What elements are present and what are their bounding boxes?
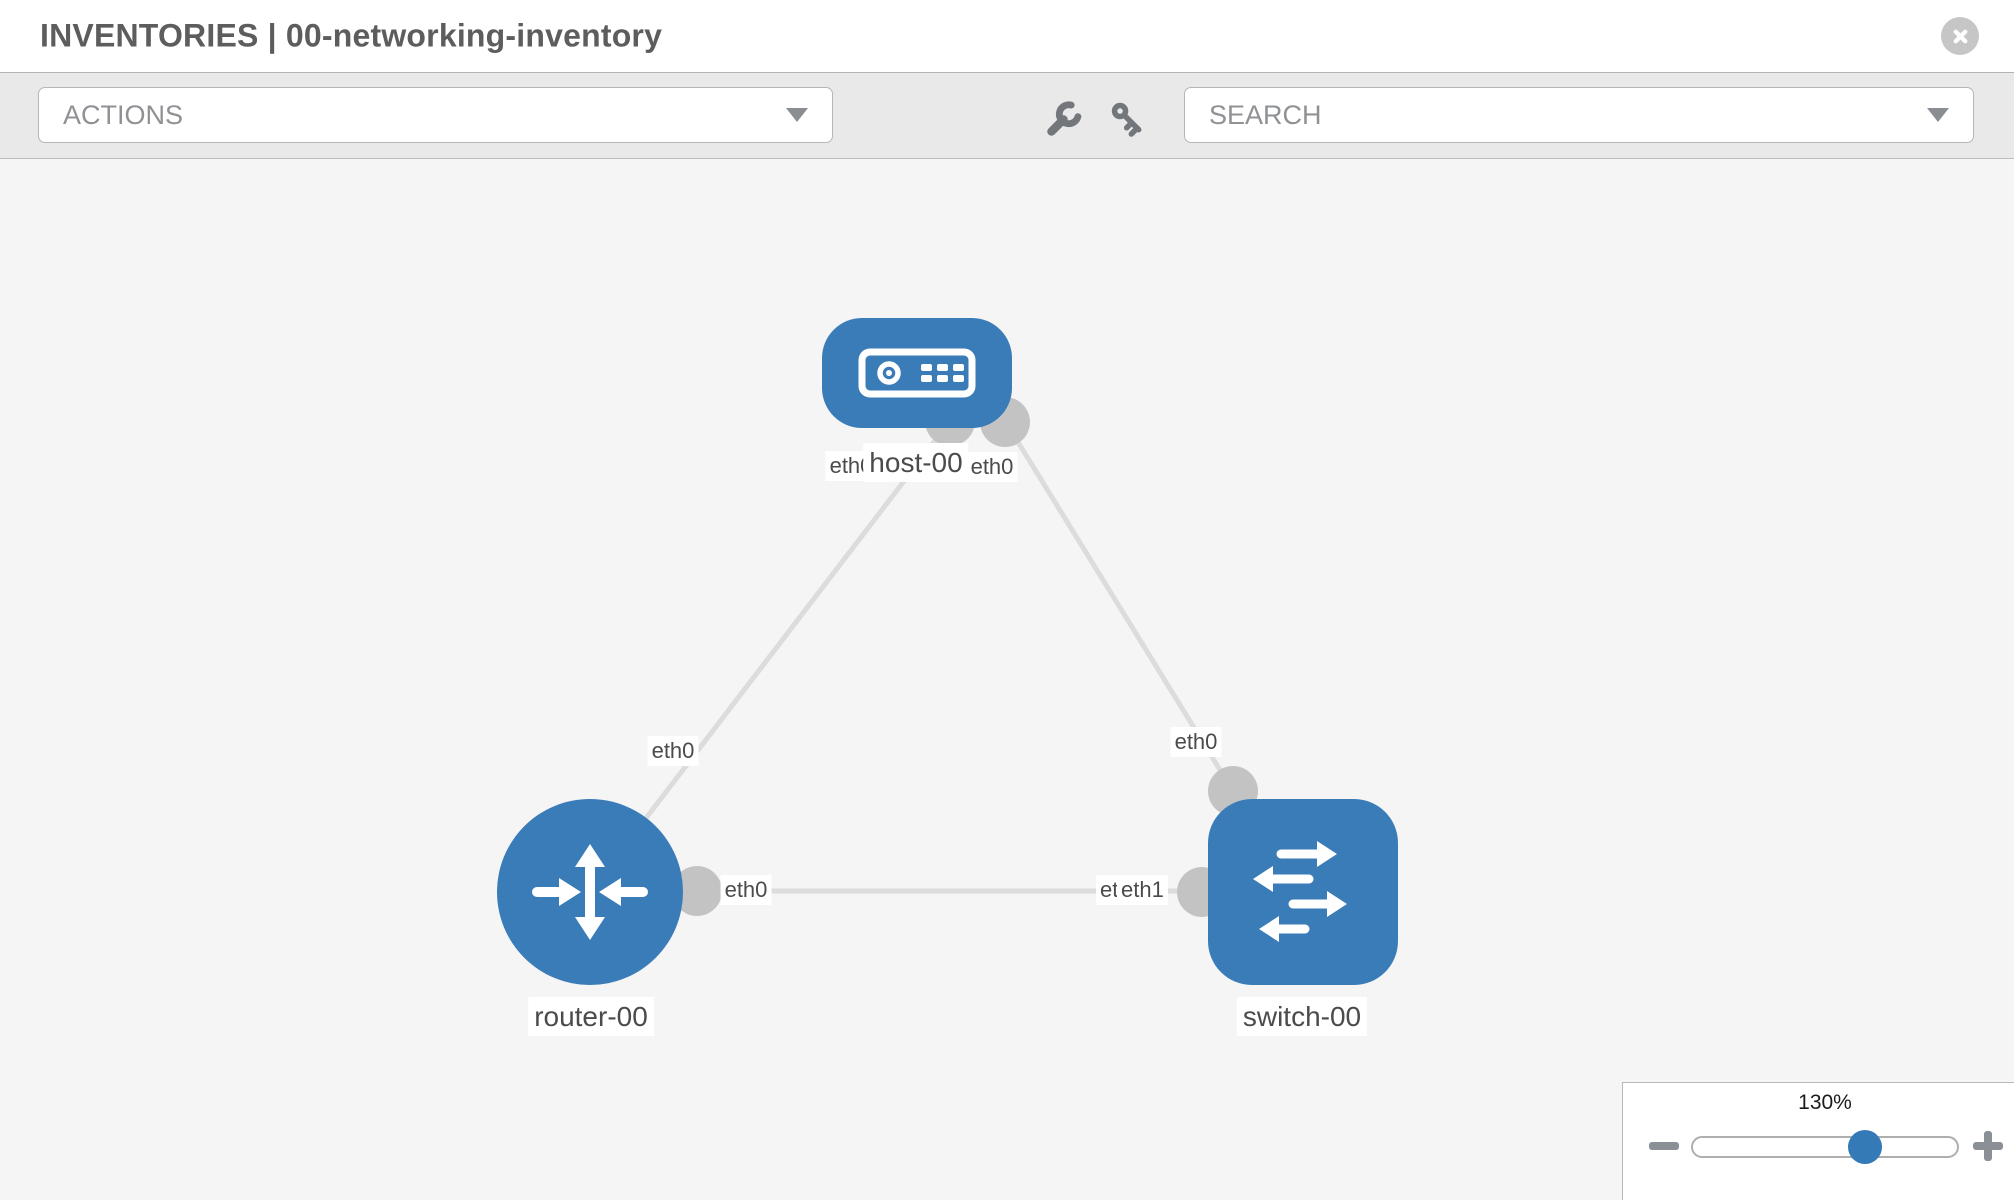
if-label-diag-right: eth0 (1170, 727, 1222, 757)
zoom-control-panel: 130% (1622, 1082, 2014, 1200)
link-host-router[interactable] (628, 419, 952, 841)
actions-dropdown[interactable]: ACTIONS (38, 87, 833, 143)
tools-button[interactable] (1038, 95, 1088, 145)
minus-icon (1649, 1142, 1679, 1150)
key-icon (1111, 102, 1142, 137)
zoom-in-button[interactable] (1971, 1129, 2005, 1163)
wrench-icon (1047, 101, 1082, 136)
actions-dropdown-label: ACTIONS (63, 99, 184, 130)
zoom-slider-track[interactable] (1691, 1130, 1959, 1164)
if-label-horiz-left: eth0 (720, 875, 772, 905)
router-icon (532, 844, 648, 940)
search-dropdown[interactable]: SEARCH (1184, 87, 1974, 143)
node-router[interactable] (497, 799, 683, 985)
interface-port-router-eth0 (672, 866, 722, 916)
node-label-router: router-00 (528, 997, 654, 1037)
network-canvas[interactable]: eth0 host-00 eth0 eth0 eth0 eth0 eth0 et… (0, 159, 2014, 1200)
host-icon (858, 348, 976, 398)
plus-icon (1973, 1131, 2003, 1161)
if-label-host-right: eth0 (966, 452, 1018, 482)
if-label-horiz-right-over: eth1 (1117, 875, 1168, 905)
close-button[interactable] (1941, 17, 1979, 55)
page-title: INVENTORIES | 00-networking-inventory (40, 17, 663, 54)
search-dropdown-label: SEARCH (1209, 99, 1322, 130)
caret-down-icon (1927, 108, 1949, 122)
zoom-percent: 130% (1798, 1091, 1852, 1114)
zoom-out-button[interactable] (1647, 1129, 1681, 1163)
close-icon (1953, 29, 1967, 43)
node-host[interactable] (822, 318, 1012, 428)
zoom-slider-handle[interactable] (1848, 1130, 1882, 1164)
key-button[interactable] (1104, 95, 1154, 145)
topology-graph (497, 318, 1398, 985)
node-label-switch: switch-00 (1236, 997, 1368, 1037)
caret-down-icon (786, 108, 808, 122)
if-label-diag-left: eth0 (647, 736, 699, 766)
node-switch[interactable] (1208, 799, 1398, 985)
node-label-host: host-00 (863, 443, 969, 483)
header-bar: INVENTORIES | 00-networking-inventory (0, 0, 2014, 72)
switch-icon (1253, 841, 1347, 942)
